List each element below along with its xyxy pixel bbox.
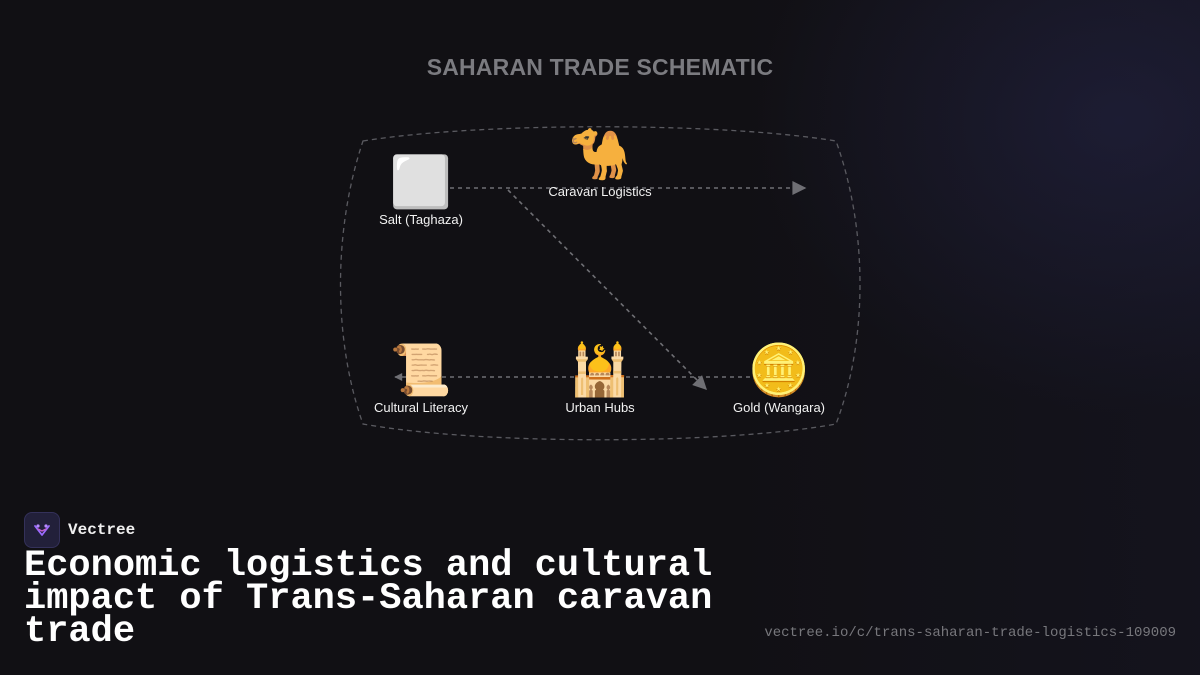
camel-icon: 🐪: [568, 126, 632, 182]
connector-diagonal-to-gold: [507, 189, 707, 390]
node-urban-label: Urban Hubs: [565, 400, 635, 415]
node-literacy-label: Cultural Literacy: [374, 400, 468, 415]
node-caravan: 🐪 Caravan Logistics: [510, 126, 690, 199]
coin-icon: 🪙: [747, 342, 811, 398]
mosque-icon: 🕌: [568, 342, 632, 398]
node-gold-label: Gold (Wangara): [733, 400, 825, 415]
node-literacy: 📜 Cultural Literacy: [331, 342, 511, 415]
white-square-icon: ⬜: [389, 154, 453, 210]
diagram-title: SAHARAN TRADE SCHEMATIC: [426, 54, 774, 80]
region-boundary: [339, 126, 861, 441]
vectree-logo-icon: [24, 512, 60, 548]
brand-name: Vectree: [68, 521, 136, 539]
brand[interactable]: Vectree: [24, 512, 135, 548]
node-caravan-label: Caravan Logistics: [548, 184, 652, 199]
node-gold: 🪙 Gold (Wangara): [689, 342, 869, 415]
scroll-icon: 📜: [389, 342, 453, 398]
node-urban: 🕌 Urban Hubs: [510, 342, 690, 415]
node-salt: ⬜ Salt (Taghaza): [331, 154, 511, 227]
page-url[interactable]: vectree.io/c/trans-saharan-trade-logisti…: [764, 625, 1176, 641]
headline: Economic logistics and cultural impact o…: [24, 545, 713, 653]
node-salt-label: Salt (Taghaza): [379, 212, 463, 227]
